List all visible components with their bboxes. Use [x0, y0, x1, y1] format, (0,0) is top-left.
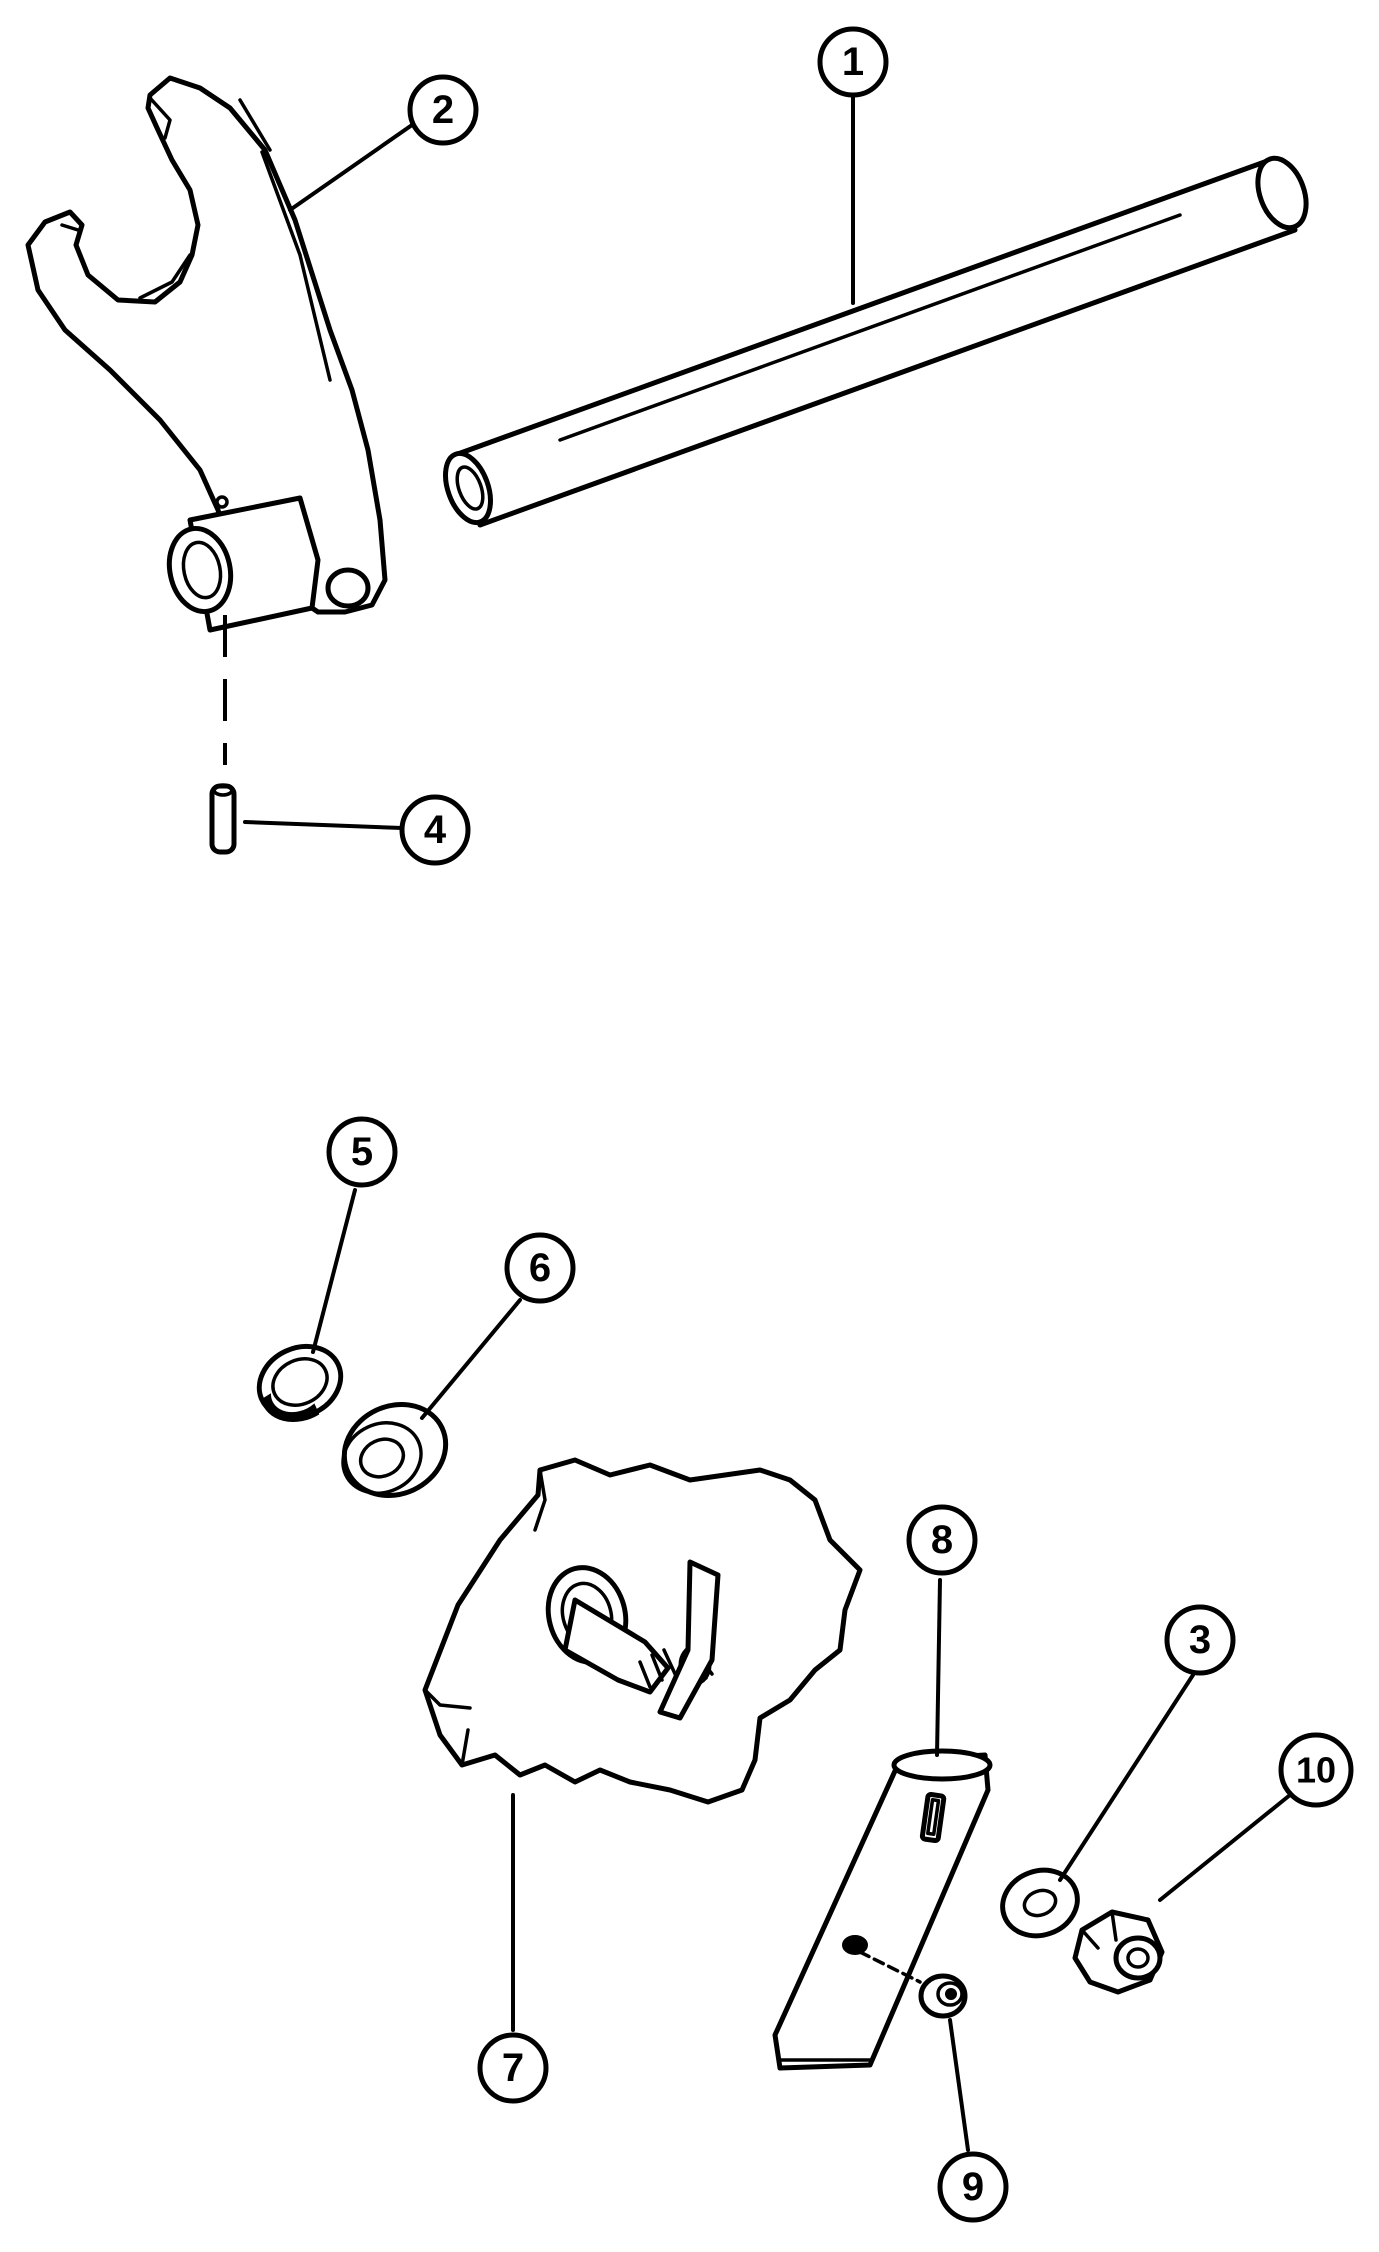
leader-2: [288, 123, 414, 212]
part-washer: [1000, 1867, 1080, 1939]
part-ring: [256, 1343, 344, 1423]
callout-3: 3: [1164, 1604, 1236, 1676]
part-roll-pin: [209, 783, 237, 855]
callout-6-label: 6: [529, 1246, 551, 1290]
leader-5: [311, 1188, 357, 1354]
callout-6: 6: [504, 1232, 576, 1304]
leader-lines: [243, 93, 1292, 2152]
part-link-arm: [772, 1748, 993, 2071]
callout-3-label: 3: [1189, 1618, 1211, 1662]
part-hex-nut: [1072, 1909, 1165, 1995]
callout-9: 9: [937, 2151, 1009, 2223]
callout-2: 2: [407, 74, 479, 146]
callout-8: 8: [906, 1504, 978, 1576]
callout-1: 1: [817, 26, 889, 98]
leader-10: [1158, 1793, 1292, 1902]
part-bolt: [858, 1950, 968, 2019]
callout-10: 10: [1278, 1732, 1354, 1808]
callout-4: 4: [399, 794, 471, 866]
leader-8: [935, 1578, 942, 1757]
callout-5: 5: [326, 1116, 398, 1188]
callout-4-label: 4: [424, 808, 447, 852]
callout-5-label: 5: [351, 1130, 373, 1174]
callout-7-label: 7: [502, 2046, 524, 2090]
leader-3: [1058, 1673, 1195, 1882]
callout-8-label: 8: [931, 1518, 953, 1562]
callout-2-label: 2: [432, 88, 454, 132]
part-shift-rod: [443, 155, 1309, 528]
leader-9: [948, 2018, 970, 2152]
part-shift-plate: [422, 1457, 863, 1805]
leader-4: [243, 820, 404, 830]
callout-1-label: 1: [842, 40, 864, 84]
leader-6: [420, 1298, 522, 1420]
part-seal: [341, 1401, 449, 1499]
callout-9-label: 9: [962, 2165, 984, 2209]
part-shift-fork: [25, 75, 388, 633]
callout-10-label: 10: [1296, 1750, 1336, 1791]
callout-7: 7: [477, 2032, 549, 2104]
